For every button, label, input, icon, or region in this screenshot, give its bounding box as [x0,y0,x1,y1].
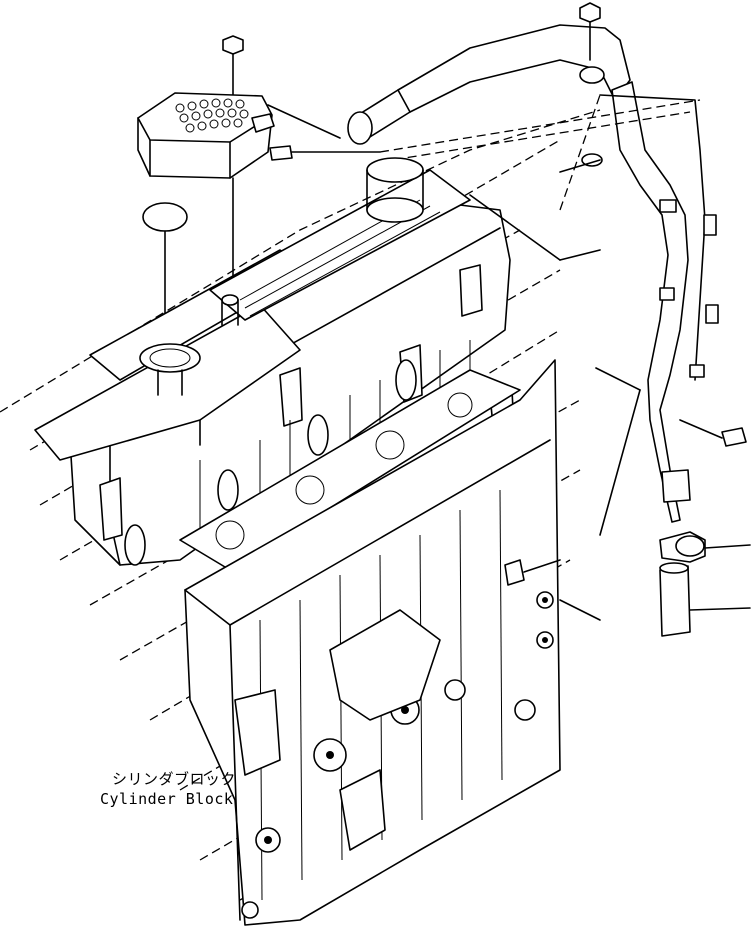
bolt-icon [579,2,601,23]
cylinder-block-label-jp: シリンダブロック [112,770,237,788]
leader-lines [469,194,601,621]
cylinder-block-label-en: Cylinder Block [100,790,234,808]
cylinder-head [34,157,515,566]
head-gasket [179,369,521,571]
cylinder-block [184,359,561,926]
breather-assembly [137,35,381,321]
breather-hoses [347,2,747,536]
bolt-icon [222,35,244,55]
loose-parts [659,531,751,637]
bolt-icon [721,427,747,447]
